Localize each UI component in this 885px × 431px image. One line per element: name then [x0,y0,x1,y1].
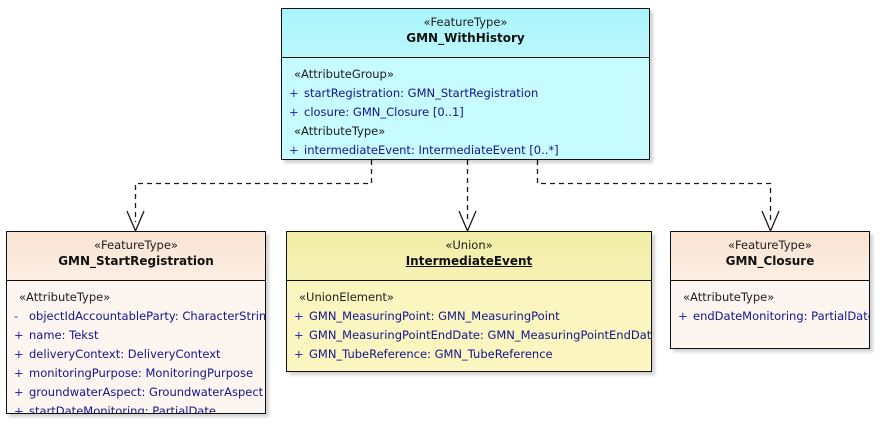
attribute-row[interactable]: + startRegistration: GMN_StartRegistrati… [282,84,649,103]
attribute-row[interactable]: + startDateMonitoring: PartialDate [7,402,265,414]
attribute-row[interactable]: + GMN_MeasuringPointEndDate: GMN_Measuri… [287,326,651,345]
arrowhead-intermediateevent [458,210,477,233]
attribute-row[interactable]: + deliveryContext: DeliveryContext [7,345,265,364]
attribute-text: GMN_MeasuringPointEndDate: GMN_Measuring… [309,328,651,342]
class-name: GMN_WithHistory [406,31,525,45]
class-gmn-withhistory[interactable]: «FeatureType» GMN_WithHistory «Attribute… [281,8,650,160]
class-header-gmn-startregistration: «FeatureType» GMN_StartRegistration [7,232,265,280]
attribute-text: name: Tekst [29,328,99,342]
class-body-gmn-closure: «AttributeType» + endDateMonitoring: Par… [671,280,869,348]
attribute-visibility: - [14,309,19,323]
attribute-visibility: + [14,404,24,414]
attribute-visibility: + [294,309,304,323]
attribute-visibility: + [678,309,688,323]
attribute-group-label: «AttributeGroup» [294,67,394,81]
class-intermediateevent[interactable]: «Union» IntermediateEvent «UnionElement»… [286,231,652,372]
class-gmn-startregistration[interactable]: «FeatureType» GMN_StartRegistration «Att… [6,231,266,414]
attribute-text: closure: GMN_Closure [0..1] [304,105,464,119]
class-header-gmn-closure: «FeatureType» GMN_Closure [671,232,869,280]
attribute-row[interactable]: + name: Tekst [7,326,265,345]
attribute-group-label: «AttributeType» [19,290,111,304]
attribute-text: startRegistration: GMN_StartRegistration [304,86,539,100]
attribute-row[interactable]: - objectIdAccountableParty: CharacterStr… [7,307,265,326]
class-body-gmn-startregistration: «AttributeType» - objectIdAccountablePar… [7,280,265,414]
attribute-row[interactable]: + endDateMonitoring: PartialDate [671,307,869,326]
attribute-visibility: + [14,366,24,380]
attribute-group-label: «AttributeType» [683,290,775,304]
class-header-intermediateevent: «Union» IntermediateEvent [287,232,651,280]
attribute-text: endDateMonitoring: PartialDate [693,309,869,323]
class-stereotype: «FeatureType» [728,238,812,252]
class-gmn-closure[interactable]: «FeatureType» GMN_Closure «AttributeType… [670,231,870,349]
attribute-visibility: + [14,347,24,361]
class-body-intermediateevent: «UnionElement» + GMN_MeasuringPoint: GMN… [287,280,651,371]
attribute-row[interactable]: + GMN_MeasuringPoint: GMN_MeasuringPoint [287,307,651,326]
attribute-visibility: + [14,385,24,399]
attribute-text: GMN_TubeReference: GMN_TubeReference [309,347,553,361]
attribute-text: intermediateEvent: IntermediateEvent [0.… [304,143,559,157]
attribute-text: startDateMonitoring: PartialDate [29,404,216,414]
attribute-visibility: + [289,86,299,100]
attribute-row[interactable]: + closure: GMN_Closure [0..1] [282,103,649,122]
attribute-text: monitoringPurpose: MonitoringPurpose [29,366,254,380]
attribute-row[interactable]: + monitoringPurpose: MonitoringPurpose [7,364,265,383]
class-stereotype: «FeatureType» [94,238,178,252]
attribute-text: GMN_MeasuringPoint: GMN_MeasuringPoint [309,309,560,323]
class-stereotype: «Union» [445,238,493,252]
class-name: GMN_Closure [725,254,815,268]
class-name: GMN_StartRegistration [58,254,214,268]
attribute-visibility: + [289,105,299,119]
attribute-row[interactable]: + intermediateEvent: IntermediateEvent [… [282,141,649,159]
connector-root-to-startregistration [134,160,373,222]
connector-root-to-closure [536,160,772,222]
attribute-group-label: «AttributeType» [294,124,386,138]
attribute-text: objectIdAccountableParty: CharacterStrin… [29,309,265,323]
attribute-visibility: + [289,143,299,157]
attribute-visibility: + [294,328,304,342]
attribute-text: deliveryContext: DeliveryContext [29,347,221,361]
attribute-group-label: «UnionElement» [299,290,394,304]
arrowhead-startregistration [126,210,145,233]
class-header-gmn-withhistory: «FeatureType» GMN_WithHistory [282,9,649,57]
class-body-gmn-withhistory: «AttributeGroup» + startRegistration: GM… [282,57,649,159]
attribute-text: groundwaterAspect: GroundwaterAspect [29,385,264,399]
attribute-row[interactable]: + groundwaterAspect: GroundwaterAspect [7,383,265,402]
attribute-row[interactable]: + GMN_TubeReference: GMN_TubeReference [287,345,651,364]
arrowhead-closure [761,210,780,233]
attribute-visibility: + [294,347,304,361]
class-name: IntermediateEvent [405,254,533,268]
class-stereotype: «FeatureType» [423,15,508,29]
attribute-visibility: + [14,328,24,342]
